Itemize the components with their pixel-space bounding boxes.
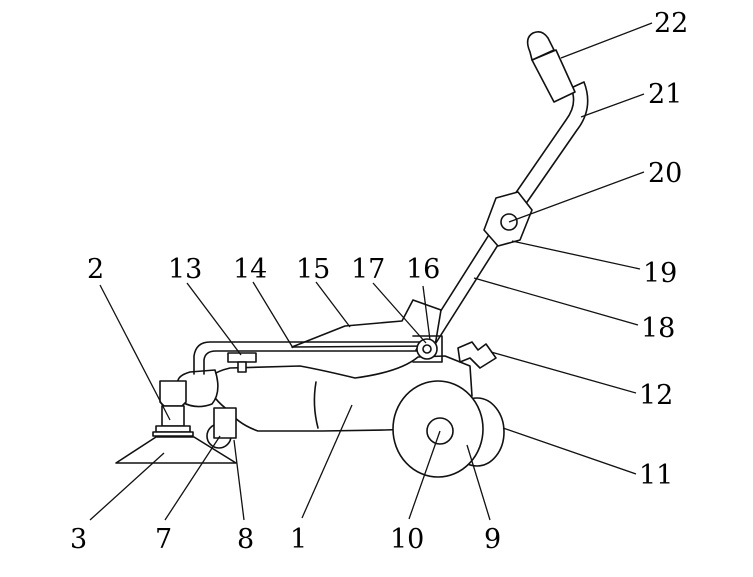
label-2: 2 <box>87 254 104 285</box>
mount-13-stem <box>237 361 247 373</box>
part-labels: 22 21 20 19 18 12 11 16 17 15 14 13 2 3 … <box>70 8 688 555</box>
arm-1 <box>176 369 219 408</box>
label-11: 11 <box>639 460 673 491</box>
label-15: 15 <box>296 254 330 285</box>
grip-cap <box>526 31 555 61</box>
leader-7 <box>164 435 221 521</box>
leader-18 <box>473 277 639 326</box>
leader-1 <box>301 404 353 519</box>
mount-13 <box>227 352 257 363</box>
wheel-assembly <box>206 380 505 478</box>
leader-14 <box>252 281 294 349</box>
switch-12 <box>457 341 497 369</box>
leader-10 <box>408 430 441 520</box>
label-14: 14 <box>233 254 267 285</box>
flange-plate <box>152 431 194 437</box>
label-19: 19 <box>643 258 677 289</box>
label-3: 3 <box>70 524 87 555</box>
label-16: 16 <box>406 254 440 285</box>
label-21: 21 <box>648 79 682 110</box>
label-8: 8 <box>237 524 254 555</box>
leader-3 <box>89 452 165 521</box>
cover-15 <box>291 299 442 348</box>
label-17: 17 <box>351 254 385 285</box>
leader-16 <box>422 285 431 341</box>
leader-19 <box>511 240 641 270</box>
frame-14-inner <box>203 350 427 375</box>
leader-12 <box>490 351 637 394</box>
leader-11 <box>502 427 637 475</box>
label-10: 10 <box>390 524 424 555</box>
label-18: 18 <box>641 313 675 344</box>
label-20: 20 <box>648 158 682 189</box>
leader-2 <box>99 284 171 421</box>
motor-2-lower <box>161 405 185 427</box>
leader-9 <box>466 444 491 521</box>
leader-13 <box>186 282 242 356</box>
body-groove <box>313 381 319 429</box>
label-12: 12 <box>639 380 673 411</box>
leader-22 <box>560 22 653 59</box>
label-22: 22 <box>654 8 688 39</box>
leader-8 <box>233 439 245 521</box>
housing-assembly <box>176 299 497 432</box>
wheel-bracket-8 <box>213 407 237 439</box>
leader-lines <box>89 22 653 521</box>
label-9: 9 <box>484 524 501 555</box>
label-13: 13 <box>168 254 202 285</box>
label-7: 7 <box>155 524 172 555</box>
label-1: 1 <box>290 524 307 555</box>
motor-2 <box>159 380 187 407</box>
leader-15 <box>315 281 351 328</box>
leader-21 <box>580 93 645 118</box>
flange <box>155 425 191 433</box>
hinge-16-pin <box>422 344 432 354</box>
leader-20 <box>508 171 645 223</box>
leader-17 <box>372 282 427 344</box>
frame-14-outer <box>193 341 427 375</box>
bent-pole-21 <box>503 81 589 219</box>
handle-assembly <box>415 31 589 358</box>
bracket-17 <box>412 335 443 363</box>
